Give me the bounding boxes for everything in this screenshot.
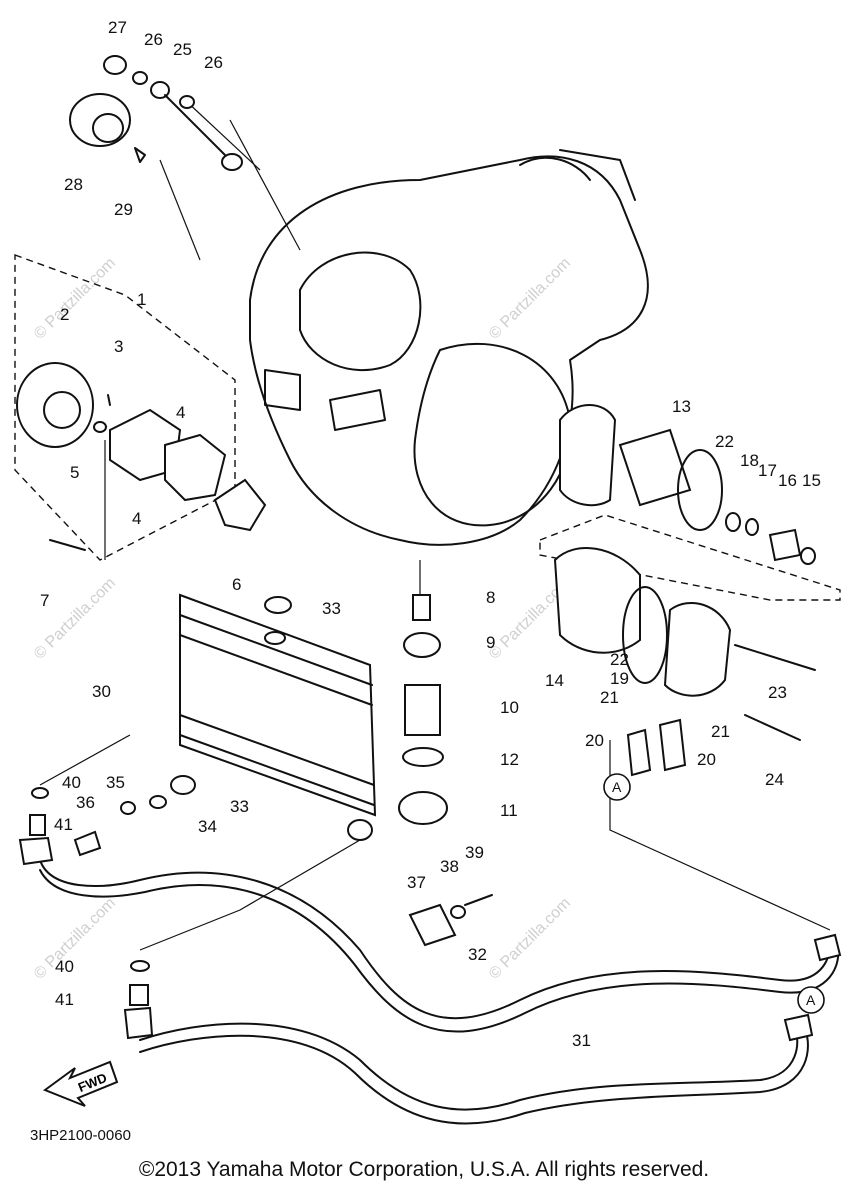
callout-32: 32	[468, 945, 487, 964]
callout-21b: 21	[711, 722, 730, 741]
callout-16: 16	[778, 471, 797, 490]
callout-24: 24	[765, 770, 784, 789]
callout-26a: 26	[144, 30, 163, 49]
reference-a-2: A	[806, 992, 816, 1008]
callout-22b: 22	[610, 650, 629, 669]
oil-cooler	[120, 593, 377, 841]
relief-valve-parts	[398, 594, 448, 825]
callout-41a: 41	[54, 815, 73, 834]
copyright-notice: ©2013 Yamaha Motor Corporation, U.S.A. A…	[138, 1158, 710, 1181]
callout-30: 30	[92, 682, 111, 701]
callout-8: 8	[486, 588, 495, 607]
callout-10: 10	[500, 698, 519, 717]
small-hardware	[29, 787, 150, 1006]
callout-6: 6	[232, 575, 241, 594]
fwd-arrow: FWD	[42, 1060, 119, 1107]
callout-29: 29	[114, 200, 133, 219]
upper-pump-parts	[69, 55, 243, 171]
callout-34: 34	[198, 817, 217, 836]
callout-4a: 4	[176, 403, 185, 422]
oil-hoses	[18, 836, 842, 1125]
reference-a-circle-2	[797, 986, 825, 1014]
filter-parts	[553, 404, 816, 777]
callout-27: 27	[108, 18, 127, 37]
callout-1: 1	[137, 290, 146, 309]
watermark-2: © Partzilla.com	[486, 255, 574, 343]
callout-13: 13	[672, 397, 691, 416]
reference-a-circle-1	[603, 773, 631, 801]
callout-21a: 21	[600, 688, 619, 707]
callout-41b: 41	[55, 990, 74, 1009]
callout-20b: 20	[697, 750, 716, 769]
callout-3: 3	[114, 337, 123, 356]
callout-39: 39	[465, 843, 484, 862]
callout-31: 31	[572, 1031, 591, 1050]
callout-4b: 4	[132, 509, 141, 528]
callout-33b: 33	[230, 797, 249, 816]
callout-28: 28	[64, 175, 83, 194]
callout-17: 17	[758, 461, 777, 480]
reference-a-1: A	[612, 779, 622, 795]
callout-9: 9	[486, 633, 495, 652]
pump-parts	[16, 362, 267, 551]
callout-25: 25	[173, 40, 192, 59]
callout-5: 5	[70, 463, 79, 482]
callout-33a: 33	[322, 599, 341, 618]
callout-11: 11	[500, 801, 518, 820]
leader-lines	[39, 99, 831, 951]
callout-35: 35	[106, 773, 125, 792]
watermark-3: © Partzilla.com	[31, 575, 119, 663]
callout-26b: 26	[204, 53, 223, 72]
callout-23: 23	[768, 683, 787, 702]
callout-7: 7	[40, 591, 49, 610]
callout-40a: 40	[62, 773, 81, 792]
callout-19: 19	[610, 669, 629, 688]
drawing-code: 3HP2100-0060	[30, 1127, 131, 1144]
callout-36: 36	[76, 793, 95, 812]
callout-20a: 20	[585, 731, 604, 750]
callout-12: 12	[500, 750, 519, 769]
callout-37: 37	[407, 873, 426, 892]
watermark-6: © Partzilla.com	[486, 895, 574, 983]
callout-18: 18	[740, 451, 759, 470]
callout-14: 14	[545, 671, 564, 690]
callout-22a: 22	[715, 432, 734, 451]
callout-15: 15	[802, 471, 821, 490]
callout-2: 2	[60, 305, 69, 324]
watermark-5: © Partzilla.com	[31, 895, 119, 983]
callout-40b: 40	[55, 957, 74, 976]
callout-labels: 27 26 25 26 28 29 1 2 3 4 5 4 6 7 13 22 …	[40, 18, 821, 1050]
crankcase	[249, 149, 649, 546]
watermark-1: © Partzilla.com	[31, 255, 119, 343]
filter-cover-group	[539, 514, 841, 601]
callout-38: 38	[440, 857, 459, 876]
